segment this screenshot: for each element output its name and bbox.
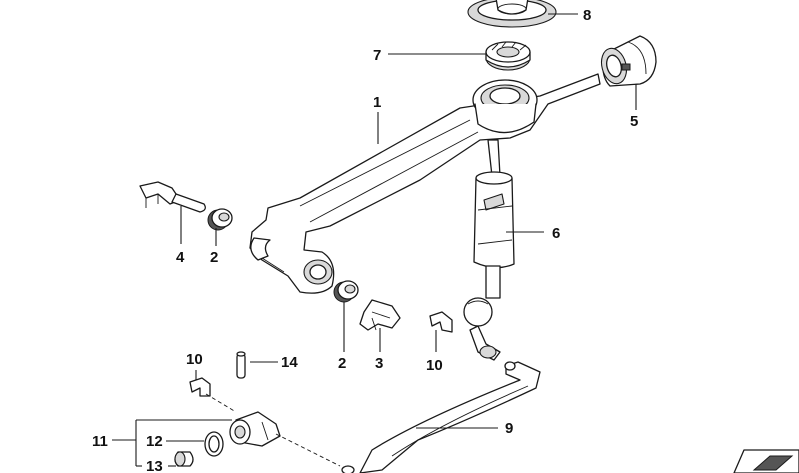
callout-2-upper: 2 [210,249,218,266]
assembly-line [205,393,341,467]
part-10-clip-right [429,311,453,333]
diagram-arrow-icon [733,449,799,473]
part-2-bushing-upper [207,208,233,231]
part-8-boot [467,0,557,28]
callout-14: 14 [281,354,298,371]
part-3-clip [359,299,401,331]
callout-3: 3 [375,355,383,372]
callout-10-right: 10 [426,357,443,374]
part-12-o-ring [204,431,224,457]
callout-4: 4 [176,249,185,266]
part-5-bushing [600,35,657,87]
callout-7: 7 [373,47,381,64]
part-11-joint [229,411,281,447]
callout-2-lower: 2 [338,355,346,372]
part-13-bushing [174,451,194,467]
callout-12: 12 [146,433,163,450]
callout-13: 13 [146,458,163,473]
callout-8: 8 [583,7,591,24]
callout-1: 1 [373,94,381,111]
leader-lines [112,13,637,467]
part-2-bushing-lower [333,280,359,303]
callout-6: 6 [552,225,560,242]
callout-11: 11 [92,433,108,450]
part-1-selector-lever [249,73,601,294]
part-6-shift-rod [463,139,515,361]
callout-9: 9 [505,420,513,437]
part-9-linkage-rod [341,361,541,473]
part-10-clip-left [189,377,211,397]
callout-5: 5 [630,113,638,130]
callout-10-left: 10 [186,351,203,368]
part-4-bracket [139,181,206,213]
part-7-ring [485,41,531,71]
part-14-pin [236,351,246,379]
